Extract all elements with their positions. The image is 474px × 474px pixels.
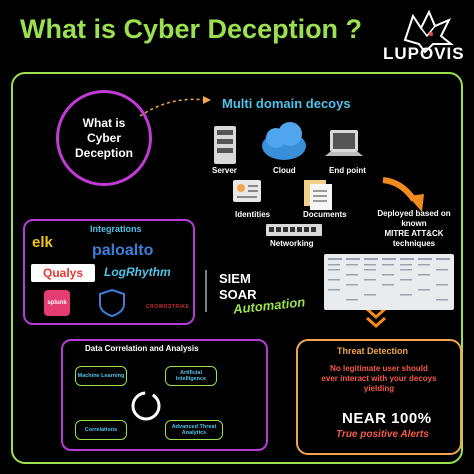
brand-name: LUPOVIS — [383, 44, 465, 63]
decoy-label-cloud: Cloud — [273, 166, 296, 175]
brand-paloalto: paloalto — [92, 242, 154, 259]
mitre-matrix-image — [324, 254, 454, 310]
circle-line-3: Deception — [74, 145, 133, 160]
arrow-head-icon — [203, 96, 211, 104]
analysis-title: Data Correlation and Analysis — [85, 344, 199, 353]
circle-line-1: What is — [82, 115, 126, 130]
pill-advanced-threat-analytics: Advanced Threat Analytics — [165, 420, 223, 440]
page-title: What is Cyber Deception ? — [20, 14, 363, 44]
brand-elk: elk — [32, 234, 53, 251]
decoy-label-documents: Documents — [303, 210, 347, 219]
threat-detection-text: No legitimate user should ever interact … — [302, 364, 456, 394]
deployment-line-4: techniques — [392, 239, 436, 248]
threat-line-1: No legitimate user should — [330, 364, 428, 373]
brand-qualys: Qualys — [31, 264, 95, 282]
laptop-icon — [325, 130, 363, 156]
soar-label: SOAR — [219, 287, 257, 302]
true-positive-alerts: True positive Alerts — [336, 429, 429, 440]
wolf-logo-icon — [403, 9, 454, 54]
circle-line-2: Cyber — [86, 130, 121, 145]
content-frame — [11, 72, 463, 464]
analysis-box — [61, 339, 268, 451]
brand-splunk: splunk — [44, 290, 70, 316]
server-icon — [214, 126, 236, 164]
threat-line-2: ever interact with your decoys — [321, 374, 437, 383]
network-switch-icon — [266, 224, 322, 236]
brand-logrhythm: LogRhythm — [104, 265, 171, 279]
deployment-line-3: MITRE ATT&CK — [384, 229, 444, 238]
integrations-box — [23, 219, 195, 325]
threat-line-3: yielding — [363, 384, 395, 393]
integrations-title: Integrations — [90, 224, 142, 234]
cloud-icon — [262, 122, 306, 160]
threat-detection-title: Threat Detection — [337, 346, 409, 356]
threat-detection-box — [296, 339, 462, 455]
siem-soar-label: SIEM SOAR — [219, 271, 257, 303]
decoy-label-networking: Networking — [270, 239, 314, 248]
pill-correlations: Correlations — [75, 420, 127, 440]
deployment-text: Deployed based on known MITRE ATT&CK tec… — [362, 209, 466, 249]
brand-crowdstrike: CROWDSTRIKE — [146, 304, 190, 310]
decoy-label-endpoint: End point — [329, 166, 366, 175]
siem-label: SIEM — [219, 271, 251, 286]
arrow-head-icon — [408, 194, 424, 212]
id-card-icon — [233, 180, 261, 202]
pill-artificial-intelligence: Artificial Intelligence — [165, 366, 217, 386]
cyber-deception-circle: What is Cyber Deception — [56, 90, 152, 186]
deployment-line-1: Deployed based on — [377, 209, 451, 218]
decoy-label-server: Server — [212, 166, 237, 175]
documents-icon — [304, 180, 332, 210]
deployment-line-2: known — [401, 219, 427, 228]
decoys-title: Multi domain decoys — [222, 96, 351, 111]
pill-machine-learning: Machine Learning — [75, 366, 127, 386]
near-100-headline: NEAR 100% — [342, 410, 432, 427]
decoy-label-identities: Identities — [235, 210, 271, 219]
